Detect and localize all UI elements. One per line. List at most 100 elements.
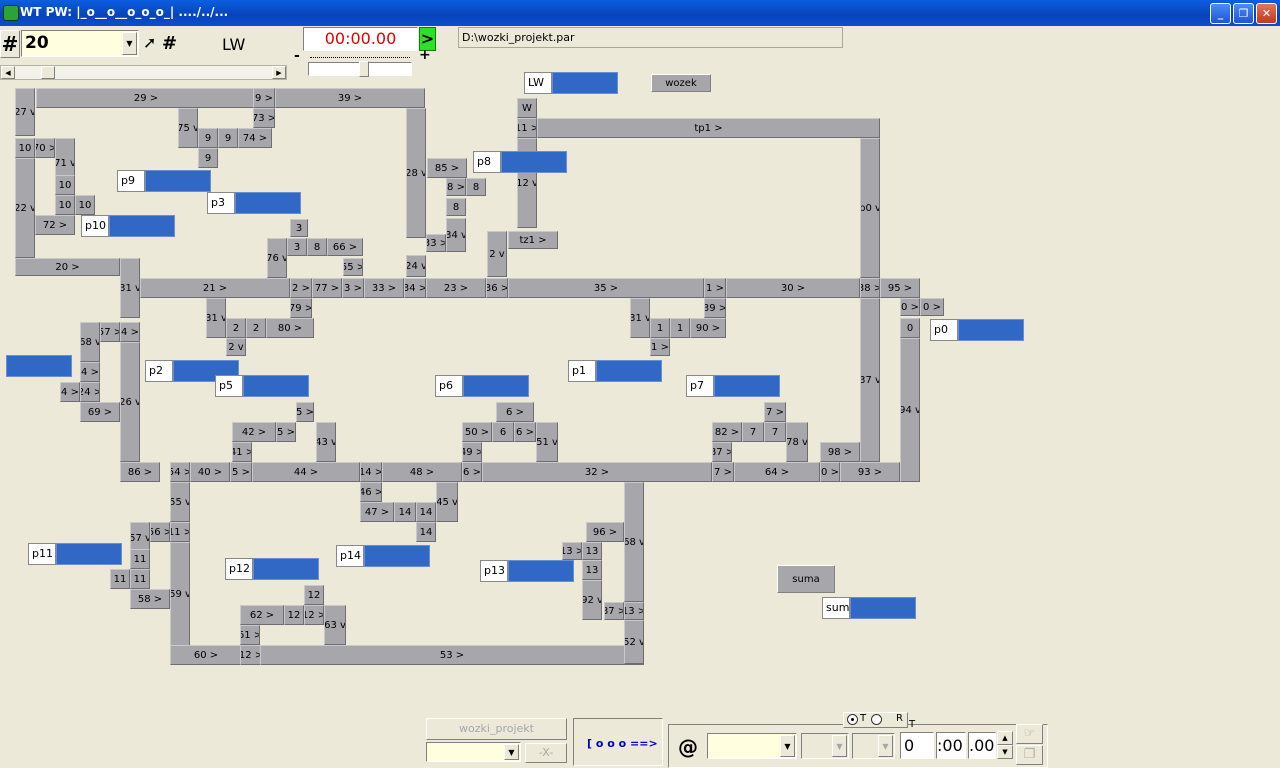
track-segment[interactable]: 33 >	[364, 278, 404, 298]
track-segment[interactable]: 41 >	[232, 442, 252, 462]
block-indicator[interactable]	[109, 215, 175, 237]
track-segment[interactable]: 53 >	[260, 645, 644, 665]
track-segment[interactable]: 8	[466, 178, 486, 196]
block-indicator[interactable]	[235, 192, 301, 214]
track-segment[interactable]: 0 >	[920, 298, 944, 316]
track-segment[interactable]: 2	[226, 318, 246, 338]
spin-up-icon[interactable]: ▲	[997, 731, 1013, 745]
track-segment[interactable]: 4 >	[80, 362, 100, 382]
track-segment[interactable]: 3	[290, 219, 308, 237]
seconds-field[interactable]: .00	[968, 732, 996, 759]
track-segment[interactable]: 8	[446, 198, 466, 216]
track-segment[interactable]: 73 >	[253, 108, 275, 128]
track-segment[interactable]: 14	[416, 522, 436, 542]
track-segment[interactable]: W	[517, 98, 537, 118]
track-segment[interactable]: 28 v	[406, 108, 426, 238]
chevron-down-icon[interactable]: ▼	[780, 735, 795, 757]
track-segment[interactable]: 96 >	[586, 522, 624, 542]
track-segment[interactable]: 30 >	[726, 278, 860, 298]
track-segment[interactable]: 12 v	[517, 138, 537, 228]
track-segment[interactable]: 7 >	[764, 402, 786, 422]
hours-field[interactable]: 0	[900, 732, 934, 759]
track-segment[interactable]: 69 >	[80, 402, 120, 422]
track-segment[interactable]: 1 >	[704, 278, 726, 298]
track-segment[interactable]: 6	[492, 422, 514, 442]
track-segment[interactable]: 10	[75, 195, 95, 215]
track-segment[interactable]: 75 v	[178, 108, 198, 148]
track-segment[interactable]: 47 >	[360, 502, 394, 522]
track-segment[interactable]: 94 v	[900, 338, 920, 482]
block-indicator[interactable]	[173, 360, 239, 382]
track-segment[interactable]: 59 v	[170, 542, 190, 646]
track-segment[interactable]: 90 >	[690, 318, 726, 338]
scroll-left-icon[interactable]: ◀	[1, 66, 15, 79]
track-segment[interactable]: 52 v	[624, 620, 644, 664]
x-button[interactable]: -X-	[525, 743, 567, 763]
project-button[interactable]: wozki_projekt	[426, 718, 567, 740]
track-segment[interactable]: 34 v	[446, 218, 466, 252]
track-segment[interactable]: 98 >	[820, 442, 860, 462]
track-segment[interactable]: 6 >	[514, 422, 536, 442]
block-indicator[interactable]	[596, 360, 662, 382]
track-segment[interactable]: 1	[670, 318, 690, 338]
track-segment[interactable]: 55 >	[343, 258, 363, 276]
chevron-down-icon[interactable]: ▼	[504, 744, 519, 760]
pointer-icon[interactable]: ☞	[1016, 724, 1043, 744]
track-segment[interactable]: 40 >	[190, 462, 230, 482]
track-segment[interactable]: 20 >	[15, 258, 120, 276]
track-segment[interactable]: 27 v	[15, 88, 35, 136]
track-segment[interactable]: 8 >	[446, 178, 466, 196]
track-segment[interactable]: 13 >	[624, 602, 644, 620]
track-segment[interactable]: 13	[582, 560, 602, 580]
minutes-field[interactable]: :00	[936, 732, 966, 759]
track-segment[interactable]: 1	[650, 318, 670, 338]
block-indicator[interactable]	[850, 597, 916, 619]
track-segment[interactable]: 10	[55, 195, 75, 215]
radio-c[interactable]	[871, 714, 882, 725]
track-segment[interactable]: 23 >	[426, 278, 486, 298]
track-segment[interactable]: 12	[304, 585, 324, 605]
track-segment[interactable]: 0 >	[900, 298, 920, 316]
track-segment[interactable]: 4 >	[120, 322, 140, 342]
track-segment[interactable]: 49 >	[462, 442, 482, 462]
project-combo[interactable]: ▼	[426, 742, 521, 762]
block-indicator[interactable]	[253, 558, 319, 580]
track-segment[interactable]: 92 v	[582, 580, 602, 620]
track-segment[interactable]: 7 >	[712, 462, 734, 482]
combo-2[interactable]: ▼	[801, 733, 849, 759]
track-segment[interactable]: 12 >	[304, 605, 324, 625]
speed-slider-thumb[interactable]	[359, 61, 369, 77]
track-segment[interactable]: 54 >	[170, 462, 190, 482]
track-segment[interactable]: 0 >	[820, 462, 840, 482]
track-segment[interactable]: 87 >	[712, 442, 732, 462]
track-segment[interactable]: 31 v	[206, 298, 226, 338]
block-indicator[interactable]	[463, 375, 529, 397]
chevron-down-icon[interactable]: ▼	[878, 735, 893, 757]
track-segment[interactable]: 79 >	[290, 298, 312, 318]
track-segment[interactable]: 2 v	[487, 231, 507, 277]
track-segment[interactable]: 4 >	[60, 382, 80, 402]
block-indicator[interactable]	[714, 375, 780, 397]
track-segment[interactable]: tz1 >	[508, 231, 558, 249]
title-bar[interactable]: WT PW: |_o__o__o_o_o_| ..../../... _ ❐ ✕	[0, 0, 1280, 26]
track-segment[interactable]: 10	[55, 175, 75, 195]
scroll-right-icon[interactable]: ▶	[272, 66, 286, 79]
track-segment[interactable]: 11 >	[517, 118, 537, 138]
track-segment[interactable]: 43 v	[316, 422, 336, 462]
track-segment[interactable]: 44 >	[252, 462, 360, 482]
target-combo[interactable]: ▼	[707, 733, 797, 759]
track-segment[interactable]: 14	[416, 502, 436, 522]
track-segment[interactable]: 60 >	[170, 645, 242, 665]
track-segment[interactable]: 6 >	[496, 402, 534, 422]
track-segment[interactable]: 46 >	[360, 482, 382, 502]
track-segment[interactable]: 93 >	[840, 462, 900, 482]
track-segment[interactable]: 74 >	[238, 128, 272, 148]
track-segment[interactable]: 2 >	[290, 278, 312, 298]
track-segment[interactable]: 22 v	[15, 158, 35, 258]
track-segment[interactable]: 9 >	[253, 88, 275, 108]
track-segment[interactable]: 78 v	[786, 422, 808, 462]
chevron-down-icon[interactable]: ▼	[832, 735, 847, 757]
track-segment[interactable]: 86 >	[120, 462, 160, 482]
track-segment[interactable]: 31 v	[630, 298, 650, 338]
track-segment[interactable]: 37 v	[860, 298, 880, 462]
